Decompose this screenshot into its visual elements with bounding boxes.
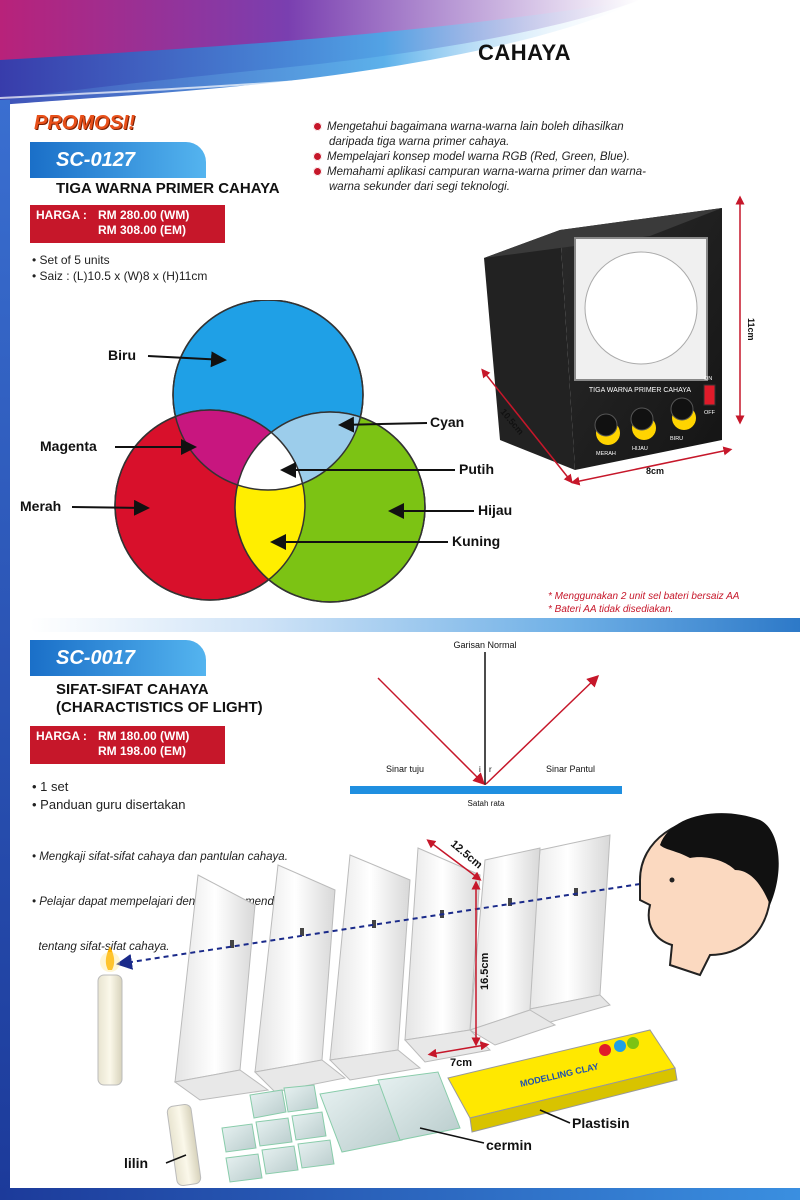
knob-label-green: HIJAU <box>632 446 648 452</box>
label-lilin: lilin <box>124 1155 149 1171</box>
venn-label-kuning: Kuning <box>452 533 501 549</box>
product2-specs: • 1 set • Panduan guru disertakan <box>32 778 185 814</box>
product2-code-tab: SC-0017 <box>30 640 206 676</box>
product1-price-em: RM 308.00 (EM) <box>98 223 187 237</box>
product1-spec: • Set of 5 units <box>32 253 110 267</box>
card-panel <box>173 874 270 1101</box>
detail-line: • Mengkaji sifat-sifat cahaya dan pantul… <box>32 851 288 863</box>
objective-text: Mempelajari konsep model warna RGB (Red,… <box>327 151 630 163</box>
light-box-knob-red <box>594 413 620 445</box>
product1-price-wm: RM 280.00 (WM) <box>98 208 190 222</box>
venn-label-magenta: Magenta <box>40 438 97 454</box>
dim-height: 11cm <box>746 318 756 341</box>
product1-price-label: HARGA : <box>36 208 87 222</box>
power-switch <box>703 384 716 406</box>
product2-price-box: HARGA : RM 180.00 (WM) RM 198.00 (EM) <box>30 726 225 764</box>
bullet-icon <box>313 122 322 131</box>
bullet-icon <box>313 167 322 176</box>
note-line: * Menggunakan 2 unit sel bateri bersaiz … <box>548 591 740 602</box>
knob-label-blue: BIRU <box>670 436 683 442</box>
product2-spec: • Panduan guru disertakan <box>32 797 186 812</box>
section-divider <box>30 618 800 632</box>
venn-label-biru: Biru <box>108 347 136 363</box>
flat-surface <box>350 786 622 794</box>
dim-width: 8cm <box>646 466 664 476</box>
product1-notes: * Menggunakan 2 unit sel bateri bersaiz … <box>548 590 739 616</box>
left-side-strip <box>0 100 10 1200</box>
incident-ray-label: Sinar tuju <box>386 764 424 774</box>
page-title: CAHAYA <box>478 40 572 65</box>
dim-panel-base: 7cm <box>450 1057 472 1069</box>
light-experiment-illustration: 12.5cm 16.5cm 7cm MODELLING CLAY <box>97 813 779 1187</box>
detail-line: tentang sifat-sifat cahaya. <box>32 941 170 953</box>
product2-price-em: RM 198.00 (EM) <box>98 744 187 758</box>
angle-r-label: r <box>489 765 492 774</box>
venn-label-hijau: Hijau <box>478 502 513 518</box>
normal-line-label: Garisan Normal <box>453 640 516 650</box>
switch-off-label: OFF <box>704 410 716 416</box>
product2-title-line: (CHARACTISTICS OF LIGHT) <box>56 699 263 716</box>
card-panel <box>328 854 422 1081</box>
candle-lying <box>166 1103 202 1187</box>
mirror-pieces <box>221 1071 461 1183</box>
product1-price-box: HARGA : RM 280.00 (WM) RM 308.00 (EM) <box>30 205 225 243</box>
venn-label-cyan: Cyan <box>430 414 465 430</box>
header-decoration <box>0 0 640 105</box>
product1-code-tab: SC-0127 <box>30 142 206 178</box>
venn-label-merah: Merah <box>20 498 62 514</box>
bottom-strip <box>0 1188 800 1200</box>
product2-title: SIFAT-SIFAT CAHAYA (CHARACTISTICS OF LIG… <box>56 681 263 717</box>
card-panel <box>468 847 557 1046</box>
dim-panel-height: 16.5cm <box>479 952 491 990</box>
product1-specs: • Set of 5 units • Saiz : (L)10.5 x (W)8… <box>32 252 207 284</box>
observer-head <box>639 813 779 977</box>
bullet-icon <box>313 152 322 161</box>
label-cermin: cermin <box>486 1137 532 1153</box>
candle-standing <box>97 946 123 1086</box>
promo-label: PROMOSI! <box>34 112 136 134</box>
angle-i-label: i <box>479 765 481 774</box>
product2-price-label: HARGA : <box>36 729 87 743</box>
light-box-panel-text: TIGA WARNA PRIMER CAHAYA <box>589 387 691 394</box>
venn-white-region <box>235 412 305 490</box>
objective-text: Mengetahui bagaimana warna-warna lain bo… <box>327 121 624 148</box>
reflection-diagram: Garisan Normal Sinar tuju Sinar Pantul i… <box>350 640 622 808</box>
product1-objectives: Mengetahui bagaimana warna-warna lain bo… <box>313 120 658 195</box>
light-box-knob-blue <box>670 397 696 430</box>
switch-on-label: ON <box>704 376 712 382</box>
product2-title-line: SIFAT-SIFAT CAHAYA <box>56 681 209 698</box>
label-plastisin: Plastisin <box>572 1115 630 1131</box>
surface-label: Satah rata <box>468 799 505 808</box>
light-box-device: TIGA WARNA PRIMER CAHAYA MERAH HIJAU BIR… <box>481 195 756 486</box>
rgb-venn-diagram <box>71 300 474 603</box>
product1-spec: • Saiz : (L)10.5 x (W)8 x (H)11cm <box>32 269 208 283</box>
modelling-clay-box: MODELLING CLAY <box>447 1029 678 1133</box>
light-box-knob-green <box>630 407 656 440</box>
objective-text: Memahami aplikasi campuran warna-warna p… <box>327 166 646 193</box>
reflected-ray-label: Sinar Pantul <box>546 764 595 774</box>
product1-title: TIGA WARNA PRIMER CAHAYA <box>56 180 280 197</box>
card-panel <box>253 864 347 1093</box>
note-line: * Bateri AA tidak disediakan. <box>548 604 674 615</box>
knob-label-red: MERAH <box>596 451 616 457</box>
product2-spec: • 1 set <box>32 779 69 794</box>
product2-price-wm: RM 180.00 (WM) <box>98 729 190 743</box>
